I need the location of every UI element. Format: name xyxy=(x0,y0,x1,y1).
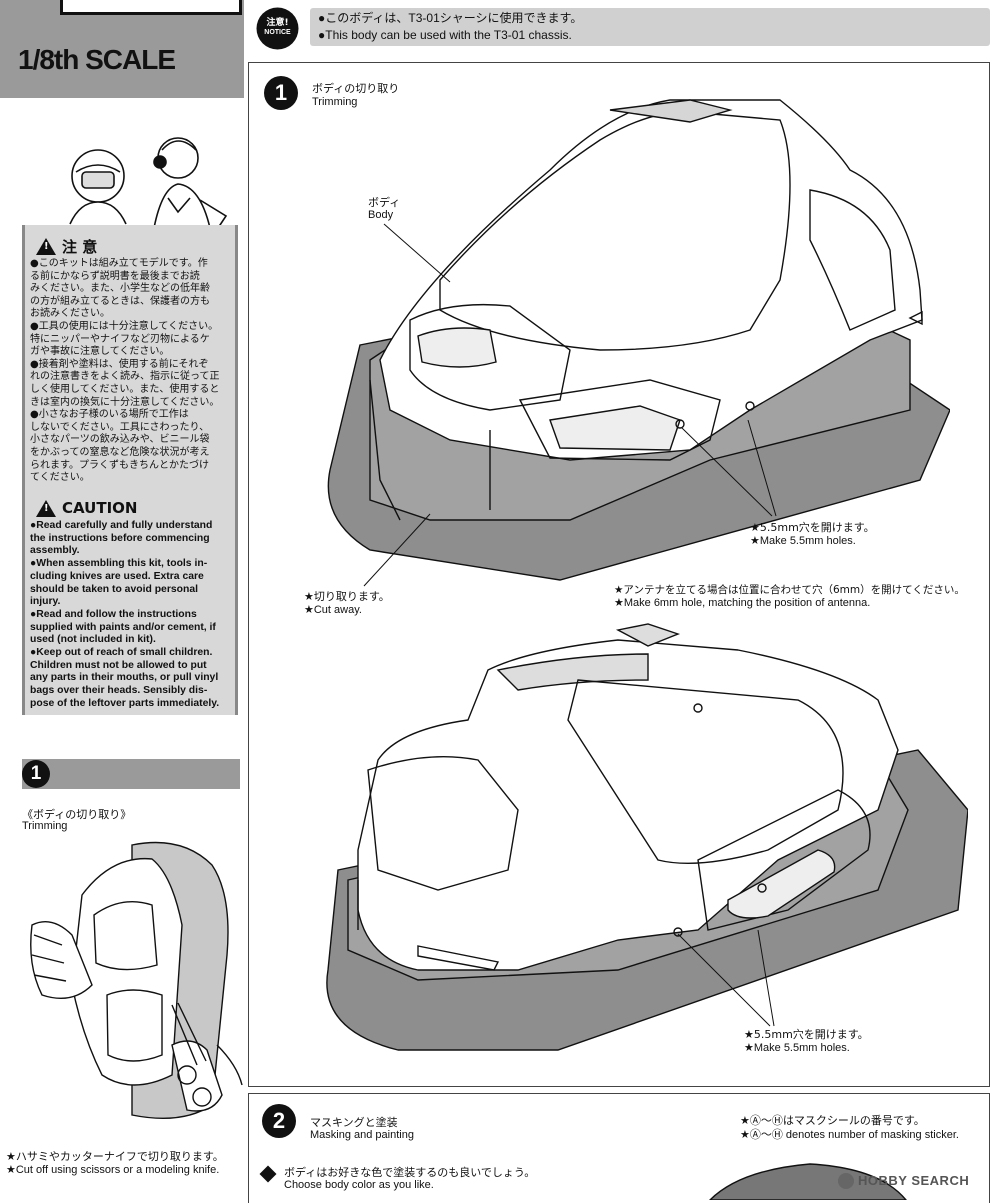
jp-line: ●このキットは組み立てモデルです。作 xyxy=(30,258,208,269)
step-1-title-jp: ボディの切り取り xyxy=(312,82,400,95)
left-caption-en: ★Cut off using scissors or a modeling kn… xyxy=(6,1164,220,1176)
body-leader-line xyxy=(383,223,451,283)
sticker-note-jp: ★Ⓐ〜Ⓗはマスクシールの番号です。 xyxy=(740,1114,925,1127)
en-line: ●Read carefully and fully understand xyxy=(30,520,213,531)
body-color-jp: ボディはお好きな色で塗装するのも良いでしょう。 xyxy=(284,1166,536,1179)
jp-line: ●工具の使用には十分注意してください。 xyxy=(30,320,219,332)
step-1-number-left: 1 xyxy=(22,760,50,788)
en-line: assembly. xyxy=(30,545,80,557)
step-2-number: 2 xyxy=(262,1104,296,1138)
step-2-frame xyxy=(248,1093,990,1203)
body-rear-view-illustration xyxy=(326,623,968,1051)
logo-banner xyxy=(0,0,244,98)
step-1-number: 1 xyxy=(264,76,298,110)
antenna-en: ★Make 6mm hole, matching the position of… xyxy=(614,597,871,609)
jp-line: の方が組み立てるときは、保護者の方も xyxy=(30,295,210,307)
step-1-frame xyxy=(248,62,990,1087)
watermark: HOBBY SEARCH xyxy=(858,1173,970,1188)
caution-jp-text: ●このキットは組み立てモデルです。作る前にかならず説明書を最後までお読みください… xyxy=(30,258,234,485)
cut-away-en: ★Cut away. xyxy=(304,604,362,616)
cut-away-leader-line xyxy=(363,513,431,587)
left-step-title-en: Trimming xyxy=(22,820,68,832)
hobby-search-logo-icon xyxy=(838,1173,854,1189)
jp-line: てください。 xyxy=(30,472,90,484)
caution-en-title: CAUTION xyxy=(62,499,138,517)
holes-2-leader-lines xyxy=(677,930,775,1027)
left-step-title-jp: 《ボディの切り取り》 xyxy=(22,808,132,821)
en-line: should be taken to avoid personal xyxy=(30,583,199,595)
en-line: Children must not be allowed to put xyxy=(30,659,207,671)
body-color-en: Choose body color as you like. xyxy=(284,1179,434,1191)
logo-rc-mark xyxy=(60,0,242,15)
step-1-bar xyxy=(22,759,240,789)
caution-panel xyxy=(22,225,238,715)
antenna-jp: ★アンテナを立てる場合は位置に合わせて穴（6mm）を開けてください。 xyxy=(614,584,965,596)
body-label-jp: ボディ xyxy=(368,196,401,209)
notice-line-en: ●This body can be used with the T3-01 ch… xyxy=(318,28,572,42)
jp-line: 小さなパーツの飲み込みや、ビニール袋 xyxy=(30,434,210,446)
jp-line: る前にかならず説明書を最後までお読 xyxy=(30,270,200,282)
warning-triangle-icon xyxy=(36,238,56,255)
notice-line-jp: ●このボディは、T3-01シャーシに使用できます。 xyxy=(318,11,583,25)
en-line: injury. xyxy=(30,596,61,608)
body-top-view-illustration xyxy=(327,99,950,581)
warning-triangle-icon xyxy=(36,499,56,517)
en-line: ●Keep out of reach of small children. xyxy=(30,647,213,659)
step-1-title-en: Trimming xyxy=(312,96,358,108)
jp-line: ●接着剤や塗料は、使用する前にそれぞ xyxy=(30,358,209,370)
caution-jp-heading: 注 意 xyxy=(36,236,97,257)
en-line: bags over their heads. Sensibly dis- xyxy=(30,685,208,697)
notice-bar xyxy=(310,8,990,46)
holes-1-en: ★Make 5.5mm holes. xyxy=(750,535,856,547)
caution-jp-title: 注 意 xyxy=(62,238,98,256)
jp-line: れの注意書きをよく読み、指示に従って正 xyxy=(30,371,220,383)
body-label-en: Body xyxy=(368,209,394,221)
jp-line: ガや事故に注意してください。 xyxy=(30,346,170,358)
jp-line: しく使用してください。また、使用すると xyxy=(30,383,220,395)
trimming-hands-illustration xyxy=(30,841,243,1119)
en-line: supplied with paints and/or cement, if xyxy=(30,621,216,633)
step-2-title-jp: マスキングと塗装 xyxy=(310,1116,398,1129)
step-2-title-en: Masking and painting xyxy=(310,1129,414,1141)
cut-away-jp: ★切り取ります。 xyxy=(304,590,390,603)
notice-badge-jp: 注意! xyxy=(266,18,289,28)
left-caption-jp: ★ハサミやカッターナイフで切り取ります。 xyxy=(6,1150,224,1163)
en-line: pose of the leftover parts immediately. xyxy=(30,697,220,709)
caution-en-heading: CAUTION xyxy=(36,499,137,517)
holes-2-jp: ★5.5mm穴を開けます。 xyxy=(744,1028,869,1041)
mascot-illustration xyxy=(69,137,228,229)
jp-line: られます。プラくずもきちんとかたづけ xyxy=(30,459,209,471)
en-line: any parts in their mouths, or pull vinyl xyxy=(30,672,219,684)
jp-line: お読みください。 xyxy=(30,308,110,320)
en-line: cluding knives are used. Extra care xyxy=(30,570,204,582)
body-preview-illustration xyxy=(709,1163,907,1200)
jp-line: みください。また、小学生などの低年齢 xyxy=(30,283,210,295)
holes-1-leader-lines xyxy=(681,420,777,517)
jp-line: 特にニッパーやナイフなど刃物によるケ xyxy=(30,333,210,345)
notice-badge-en: NOTICE xyxy=(264,29,291,36)
notice-badge xyxy=(256,7,299,50)
en-line: the instructions before commencing xyxy=(30,532,210,544)
sticker-note-en: ★Ⓐ〜Ⓗ denotes number of masking sticker. xyxy=(740,1129,959,1141)
jp-line: きは室内の換気に十分注意してください。 xyxy=(30,396,220,408)
en-line: ●Read and follow the instructions xyxy=(30,608,197,620)
scale-label: 1/8th SCALE xyxy=(18,44,176,75)
holes-1-jp: ★5.5mm穴を開けます。 xyxy=(750,521,875,534)
jp-line: しないでください。工具にさわったり、 xyxy=(30,421,210,433)
holes-2-en: ★Make 5.5mm holes. xyxy=(744,1042,850,1054)
notice-text: ●このボディは、T3-01シャーシに使用できます。 ●This body can… xyxy=(318,10,582,44)
jp-line: をかぶっての窒息など危険な状況が考え xyxy=(30,446,210,458)
en-line: ●When assembling this kit, tools in- xyxy=(30,558,208,570)
jp-line: ●小さなお子様のいる場所で工作は xyxy=(30,409,189,421)
en-line: used (not included in kit). xyxy=(30,634,156,646)
